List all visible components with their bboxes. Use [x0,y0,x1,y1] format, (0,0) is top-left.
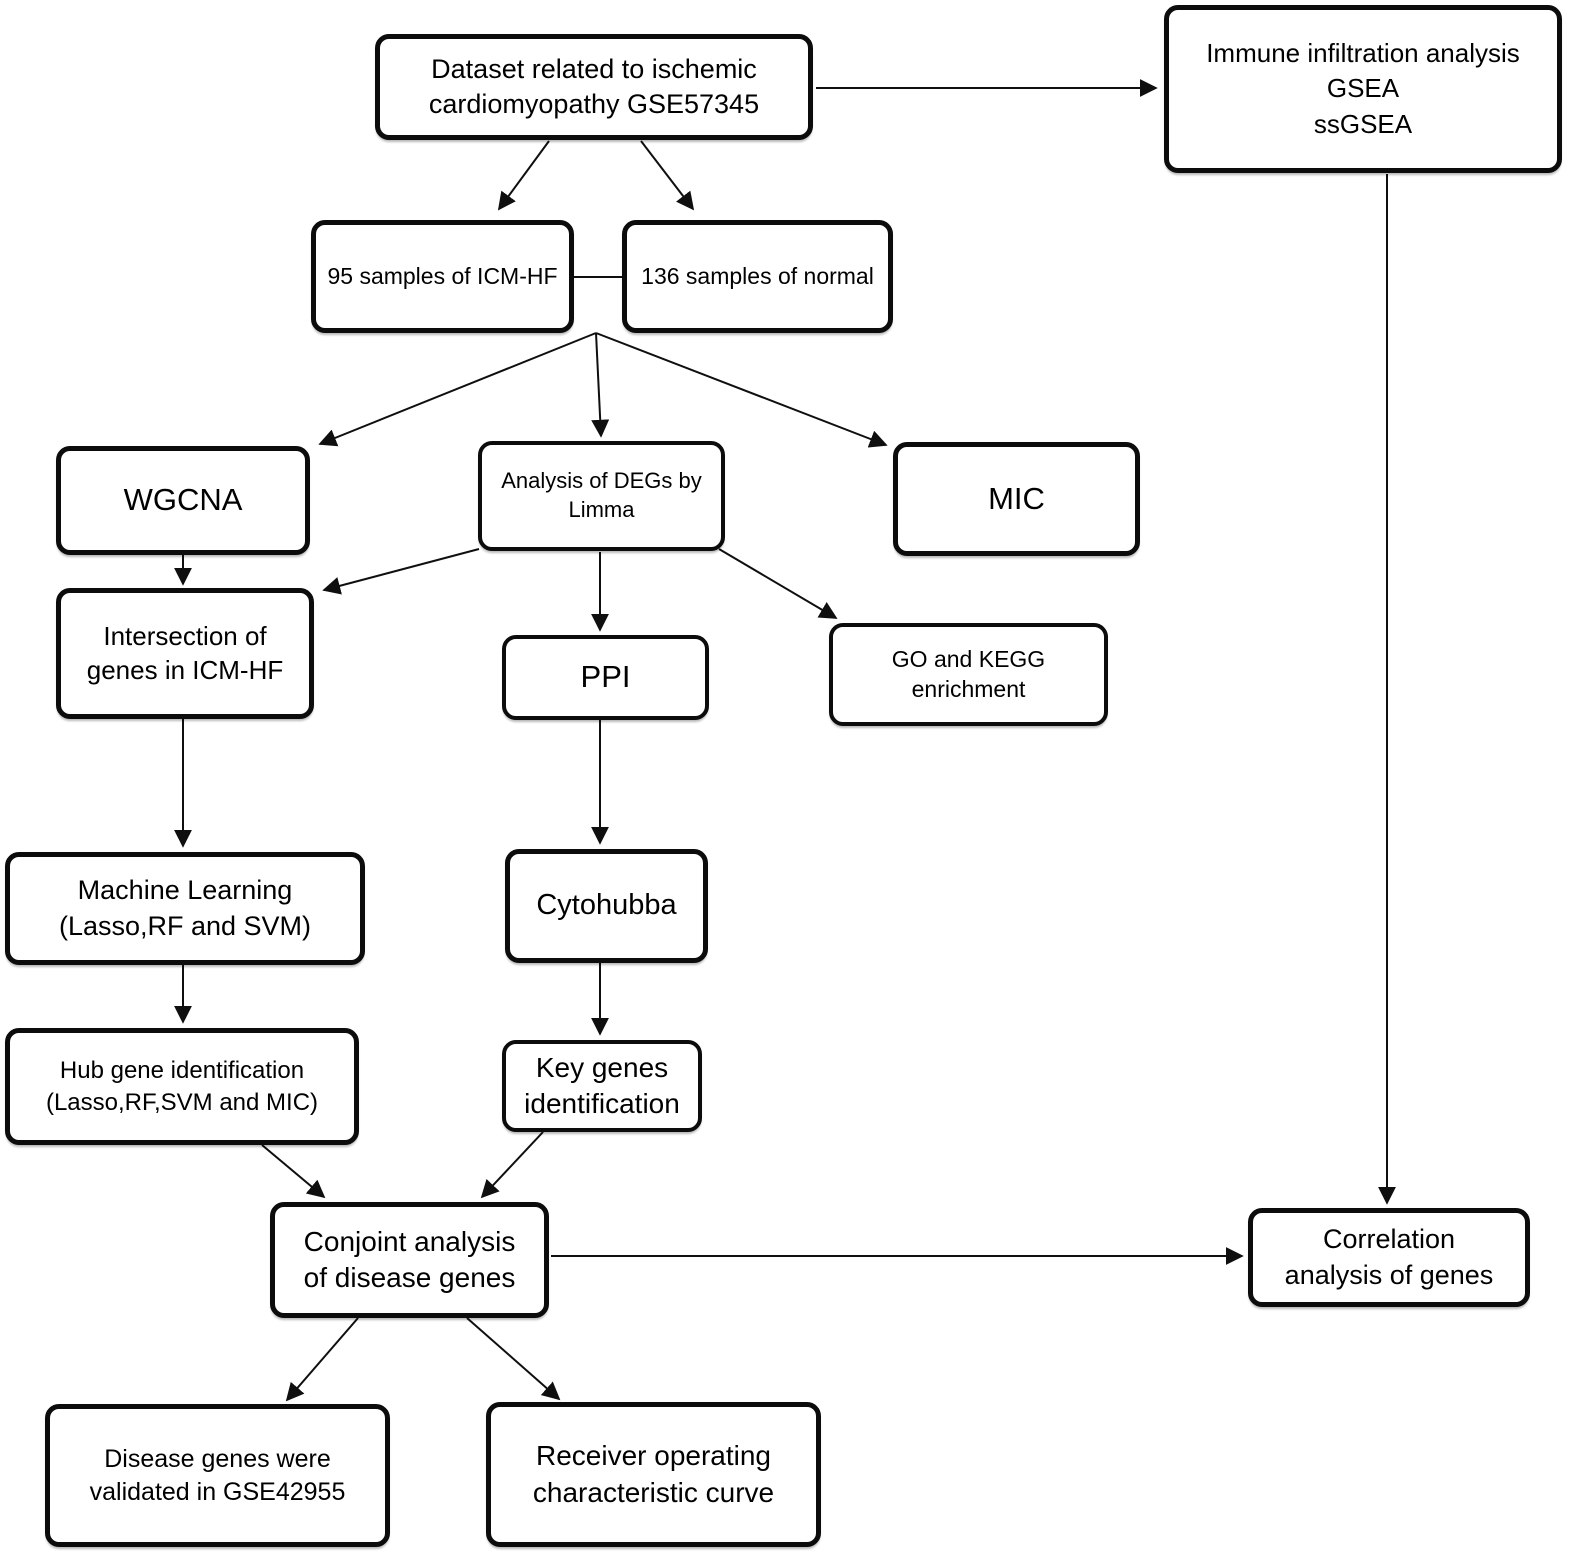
edge-hub-gene-conjoint [261,1144,326,1199]
edge-degs-intersection [322,548,480,595]
node-correlation: Correlation analysis of genes [1248,1208,1530,1307]
node-conjoint: Conjoint analysis of disease genes [270,1202,549,1318]
node-icm-samples: 95 samples of ICM-HF [311,220,574,333]
node-wgcna: WGCNA [56,446,310,555]
node-immune-infiltration: Immune infiltration analysis GSEA ssGSEA [1164,5,1562,173]
edge-conjoint-roc [466,1317,561,1401]
edge-key-genes-conjoint [480,1131,544,1199]
edge-dataset-icm-samples [497,140,550,211]
edge-dataset-normal-samples [640,140,695,211]
node-mic: MIC [893,442,1140,556]
node-cytohubba: Cytohubba [505,849,708,963]
edge-conjoint-validated [285,1317,359,1402]
edge-degs-go-kegg [718,548,838,619]
node-ppi: PPI [502,635,709,720]
edge-samples-wgcna [318,332,597,447]
node-degs-limma: Analysis of DEGs by Limma [478,441,725,551]
node-normal-samples: 136 samples of normal [622,220,893,333]
node-dataset: Dataset related to ischemic cardiomyopat… [375,34,813,140]
node-machine-learning: Machine Learning (Lasso,RF and SVM) [5,852,365,965]
node-roc: Receiver operating characteristic curve [486,1402,821,1547]
node-validated: Disease genes were validated in GSE42955 [45,1404,390,1547]
node-intersection: Intersection of genes in ICM-HF [56,588,314,719]
node-go-kegg: GO and KEGG enrichment [829,623,1108,726]
node-hub-gene: Hub gene identification (Lasso,RF,SVM an… [5,1028,359,1145]
edge-samples-mic [595,332,888,448]
edge-samples-degs [591,332,610,438]
node-key-genes: Key genes identification [502,1040,702,1132]
